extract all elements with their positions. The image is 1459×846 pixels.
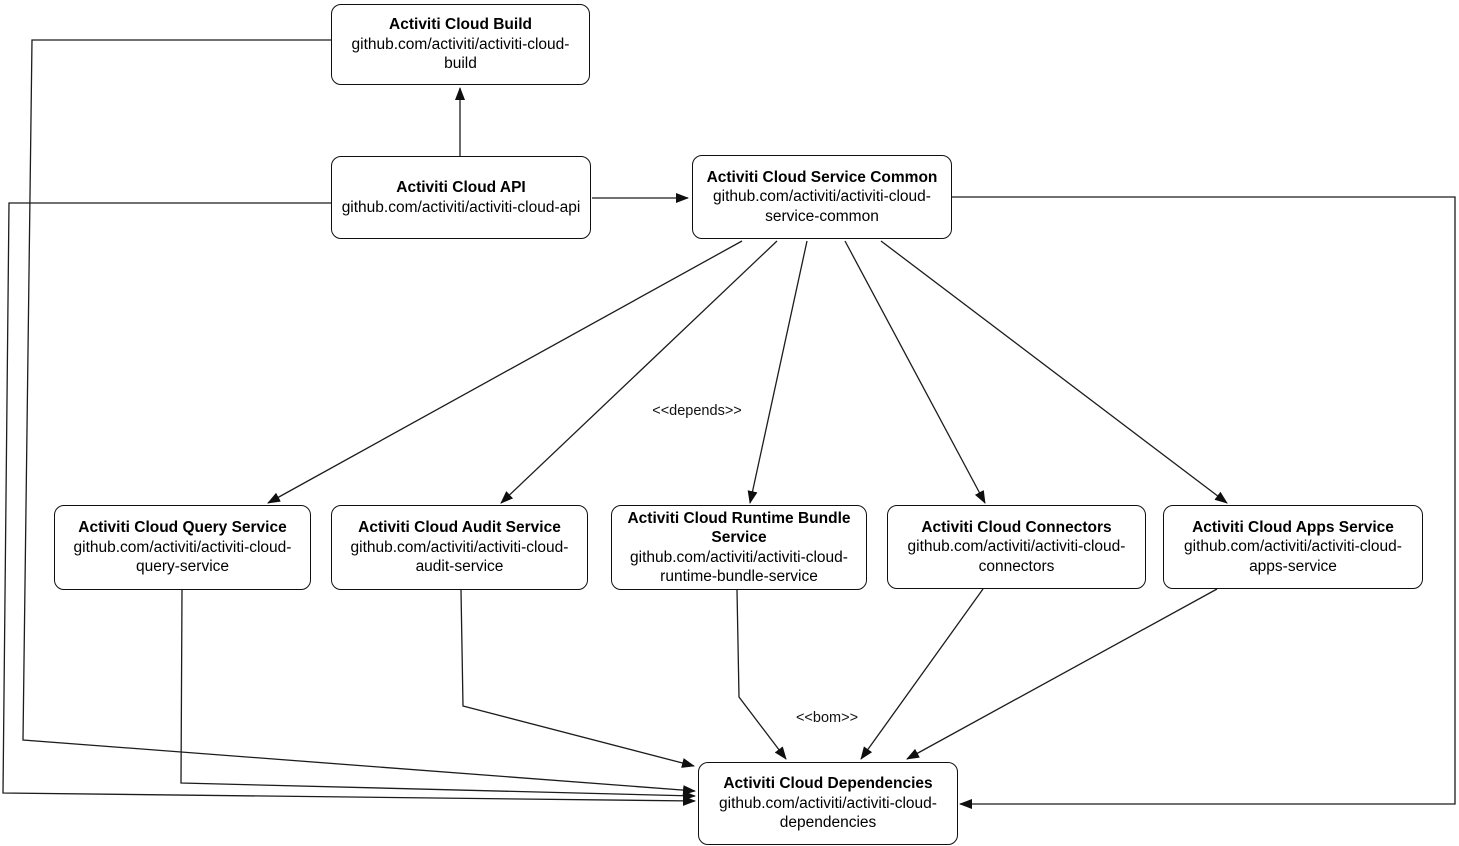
node-title: Activiti Cloud Dependencies [723, 775, 933, 793]
node-title: Activiti Cloud API [396, 179, 526, 197]
edge-label-bom: <<bom>> [795, 710, 859, 726]
node-repo-url: github.com/activiti/activiti-cloud-audit… [350, 538, 569, 576]
edge-service-common-to-dependencies [952, 196, 1456, 809]
edge-runtime-bundle-service-to-dependencies [736, 589, 787, 760]
node-repo-url: github.com/activiti/activiti-cloud-runti… [630, 548, 848, 585]
edge-api-to-dependencies [2, 202, 696, 806]
edge-service-common-to-apps-service [880, 240, 1228, 504]
node-title: Activiti Cloud Audit Service [358, 519, 561, 537]
edge-service-common-to-query-service [267, 240, 743, 504]
node-title: Activiti Cloud Query Service [78, 519, 287, 537]
node-repo-url: github.com/activiti/activiti-cloud-build [351, 35, 570, 73]
edge-label-depends: <<depends>> [652, 403, 742, 419]
edge-service-common-to-connectors [844, 240, 986, 504]
node-repo-url: github.com/activiti/activiti-cloud-query… [73, 538, 292, 576]
node-title: Activiti Cloud Runtime Bundle Service [627, 509, 851, 547]
node-apps-service: Activiti Cloud Apps Service github.com/ac… [1163, 505, 1423, 589]
edge-connectors-to-dependencies [860, 588, 984, 760]
edge-service-common-to-runtime-bundle-service [747, 240, 808, 504]
node-title: Activiti Cloud Build [389, 16, 532, 34]
node-repo-url: github.com/activiti/activiti-cloud-depen… [719, 794, 937, 832]
edge-audit-service-to-dependencies [460, 589, 695, 768]
edge-query-service-to-dependencies [180, 589, 696, 801]
edge-build-to-dependencies [22, 39, 696, 796]
node-title: Activiti Cloud Service Common [706, 168, 938, 186]
node-repo-url: github.com/activiti/activiti-cloud-servi… [713, 188, 931, 225]
node-repo-url: github.com/activiti/activiti-cloud-apps-… [1184, 538, 1402, 575]
node-service-common: Activiti Cloud Service Common github.com/… [692, 155, 952, 239]
node-connectors: Activiti Cloud Connectors github.com/acti… [887, 505, 1146, 589]
edge-apps-service-to-dependencies [906, 588, 1218, 760]
node-repo-url: github.com/activiti/activiti-cloud-conne… [907, 538, 1126, 575]
node-title: Activiti Cloud Apps Service [1192, 518, 1394, 536]
edge-service-common-to-audit-service [500, 240, 778, 504]
node-repo-url: github.com/activiti/activiti-cloud-api [341, 198, 581, 216]
node-title: Activiti Cloud Connectors [921, 518, 1112, 536]
